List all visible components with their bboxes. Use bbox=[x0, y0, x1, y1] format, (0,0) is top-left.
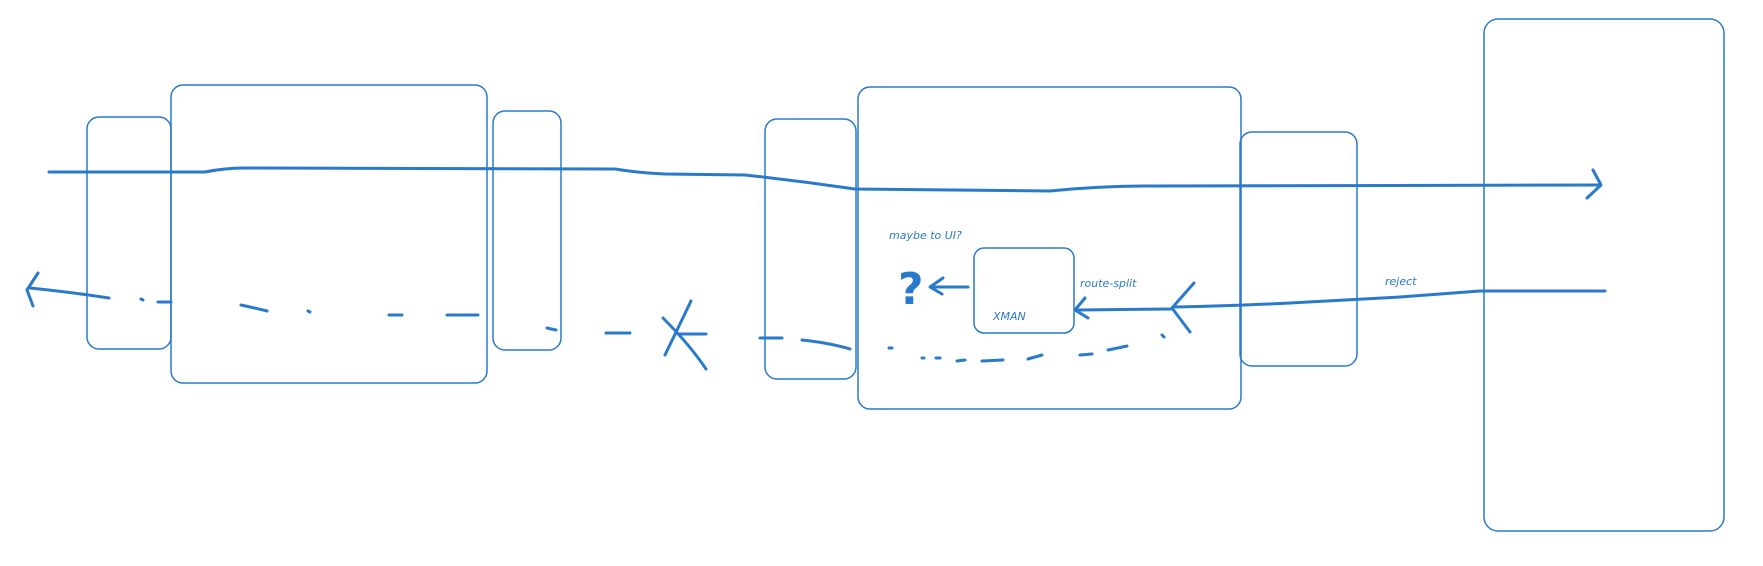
forward-flow-arrowhead bbox=[1585, 168, 1603, 200]
route-split-line bbox=[1076, 307, 1174, 312]
box-center-narrow bbox=[764, 118, 857, 380]
forward-flow-line bbox=[47, 166, 1602, 193]
label-route-split: route-split bbox=[1080, 277, 1137, 290]
box-left-narrow bbox=[86, 116, 172, 350]
xman-to-ui-arrowhead bbox=[928, 276, 945, 296]
box-center-right-narrow bbox=[1239, 131, 1358, 367]
box-xman bbox=[973, 247, 1075, 334]
box-right-tall bbox=[1483, 18, 1725, 532]
label-maybe-to-ui: maybe to UI? bbox=[889, 229, 962, 242]
route-split-arrowhead bbox=[1073, 296, 1090, 320]
reject-flow-line bbox=[1173, 289, 1607, 309]
box-center-large bbox=[857, 86, 1242, 410]
label-reject: reject bbox=[1385, 275, 1417, 288]
label-xman: XMAN bbox=[992, 310, 1026, 323]
question-mark: ? bbox=[898, 264, 924, 315]
return-arrowhead-left bbox=[25, 271, 40, 308]
broken-return-line bbox=[28, 286, 1166, 363]
box-left-large bbox=[170, 84, 488, 384]
broken-link-cross bbox=[661, 299, 708, 371]
box-left-right-narrow bbox=[492, 110, 562, 351]
